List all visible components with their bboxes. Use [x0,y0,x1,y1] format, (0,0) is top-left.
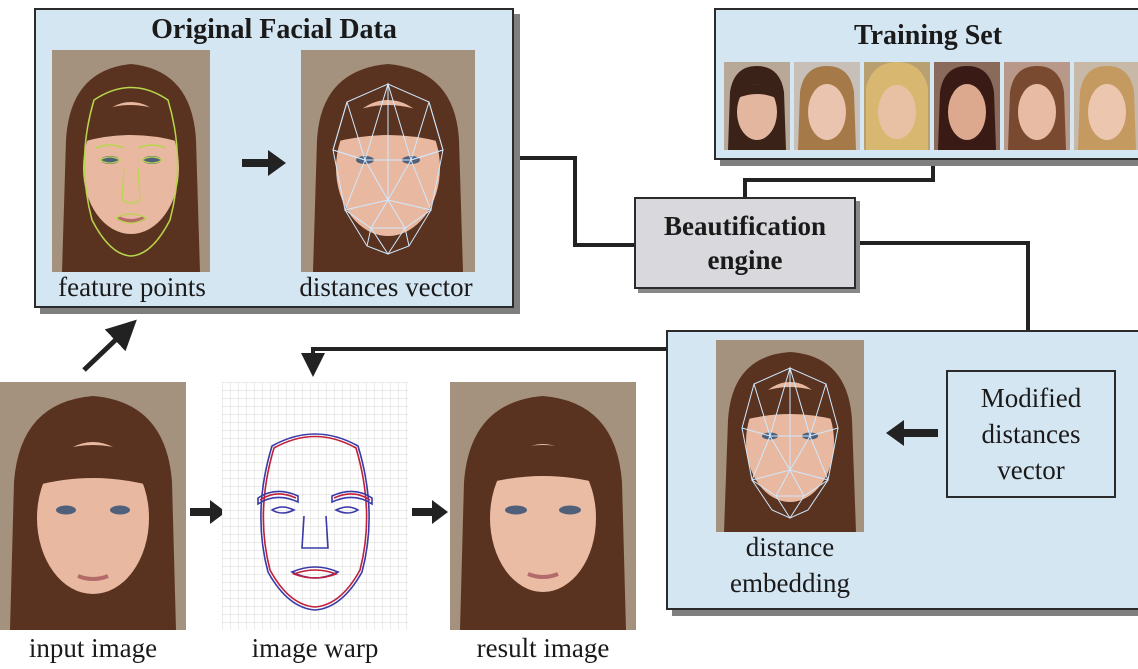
original-facial-data-panel: Original Facial Data [34,8,514,308]
training-set-title: Training Set [853,20,1003,51]
arrow-modified-to-embedding [886,420,938,446]
original-panel-title: Original Facial Data [151,14,397,45]
training-face-2 [794,62,860,150]
distances-vector-caption: distances vector [299,272,473,302]
engine-label-line1: Beautification [664,211,826,241]
image-warp-caption: image warp [251,633,379,663]
input-image-caption: input image [28,633,158,663]
connector-engine-to-modified [856,241,1030,370]
training-face-5 [1004,62,1070,150]
feature-points-caption: feature points [58,272,206,302]
input-face-image [0,382,186,630]
feature-points-face-image [52,50,210,272]
result-face-image [450,382,636,630]
engine-label-line2: engine [707,245,783,275]
arrow-input-to-features [82,319,137,372]
training-face-1 [724,62,790,150]
image-warp-grid [222,382,408,630]
result-image-caption: result image [476,633,610,663]
training-set-panel: Training Set [714,8,1138,160]
connector-original-to-engine [513,156,634,247]
connector-training-to-engine [743,158,935,197]
modified-label-line3: vector [997,455,1065,485]
distances-vector-face-image [301,50,475,272]
connector-embedding-to-warp [301,347,666,377]
training-face-4 [934,62,1000,150]
arrow-input-to-warp [190,500,226,524]
beautification-engine-box: Beautification engine [634,197,856,289]
distance-embedding-face-image [716,340,864,532]
arrow-warp-to-result [412,500,448,524]
training-face-3 [864,62,930,150]
arrow-features-to-distances [242,150,286,176]
distance-embedding-caption-line1: distance [745,532,835,562]
training-face-6 [1074,62,1138,150]
modified-distances-vector-box: Modified distances vector [946,370,1116,498]
distance-embedding-caption-line2: embedding [730,568,850,598]
modified-label-line1: Modified [980,383,1082,413]
modified-label-line2: distances [981,419,1081,449]
